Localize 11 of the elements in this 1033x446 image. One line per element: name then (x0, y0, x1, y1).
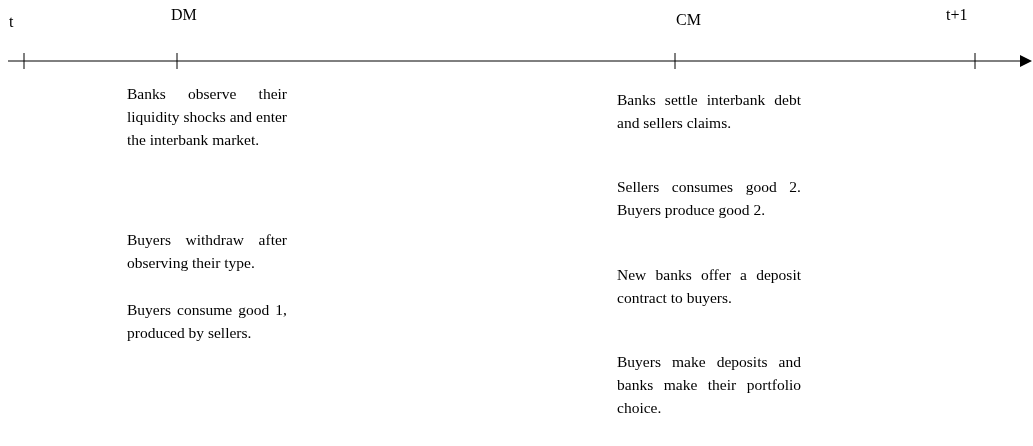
event-description: Buyers withdraw after observing their type. (127, 230, 287, 273)
event-description: Buyers make deposits and banks make their portfolio choice. (617, 352, 801, 418)
time-label: t+1 (946, 5, 968, 25)
event-description: Sellers consumes good 2. Buyers produce good 2. (617, 177, 801, 220)
event-description: Banks settle interbank debt and sellers claims. (617, 90, 801, 133)
time-label: DM (171, 5, 197, 25)
event-description: New banks offer a deposit contract to buyers. (617, 265, 801, 308)
time-label: CM (676, 10, 701, 30)
event-description: Banks observe their liquidity shocks and enter the interbank market. (127, 84, 287, 150)
event-description: Buyers consume good 1, produced by sellers. (127, 300, 287, 343)
time-label: t (9, 12, 14, 32)
